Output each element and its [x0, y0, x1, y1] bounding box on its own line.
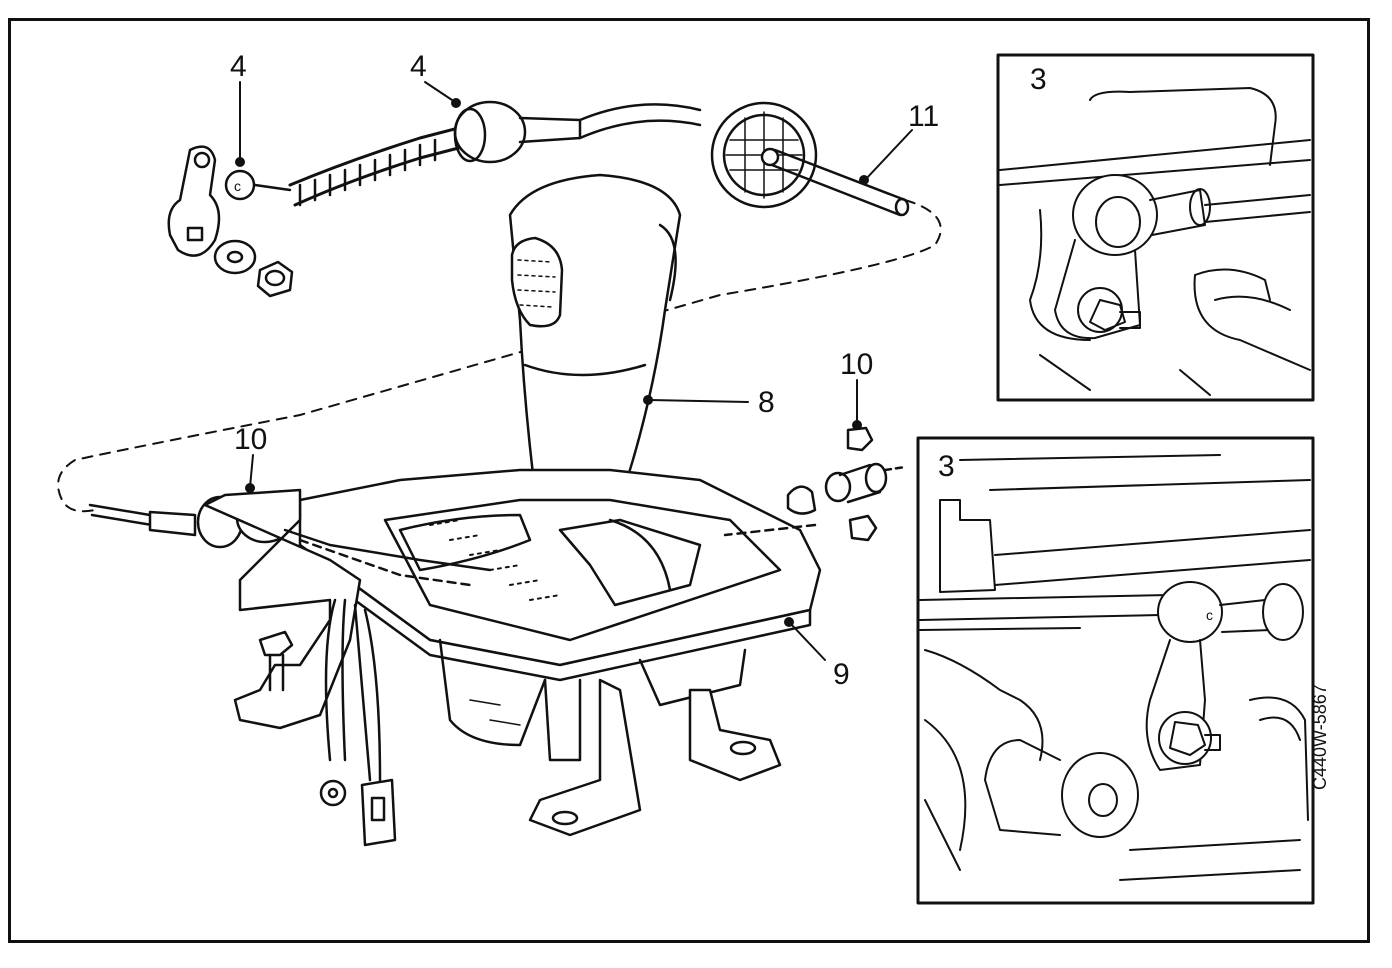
selector-lever-knob: [508, 173, 682, 532]
callout-4-right: 4: [410, 50, 427, 83]
callout-8: 8: [758, 386, 775, 419]
inset-top-drawing: [999, 87, 1311, 396]
callout-10-right: 10: [840, 348, 874, 381]
callout-10-left: 10: [234, 423, 268, 456]
callout-4-left: 4: [230, 50, 247, 83]
selector-housing: [298, 468, 822, 837]
svg-text:c: c: [1206, 607, 1213, 623]
left-bracket-assembly: [88, 488, 492, 847]
svg-text:c: c: [234, 178, 241, 194]
inset-bottom-drawing: c: [919, 454, 1311, 881]
right-fasteners: [723, 426, 907, 542]
drawing-code: C440W-5867: [1310, 684, 1330, 790]
callout-11: 11: [908, 100, 940, 133]
inset-bottom-label: 3: [938, 450, 955, 483]
upper-cable-assembly: c: [224, 100, 910, 217]
cable-routing-outline: [57, 199, 942, 513]
callout-leaders: [235, 81, 913, 661]
upper-lever-parts: [167, 145, 294, 298]
inset-top-label: 3: [1030, 63, 1047, 96]
callout-9: 9: [833, 658, 850, 691]
